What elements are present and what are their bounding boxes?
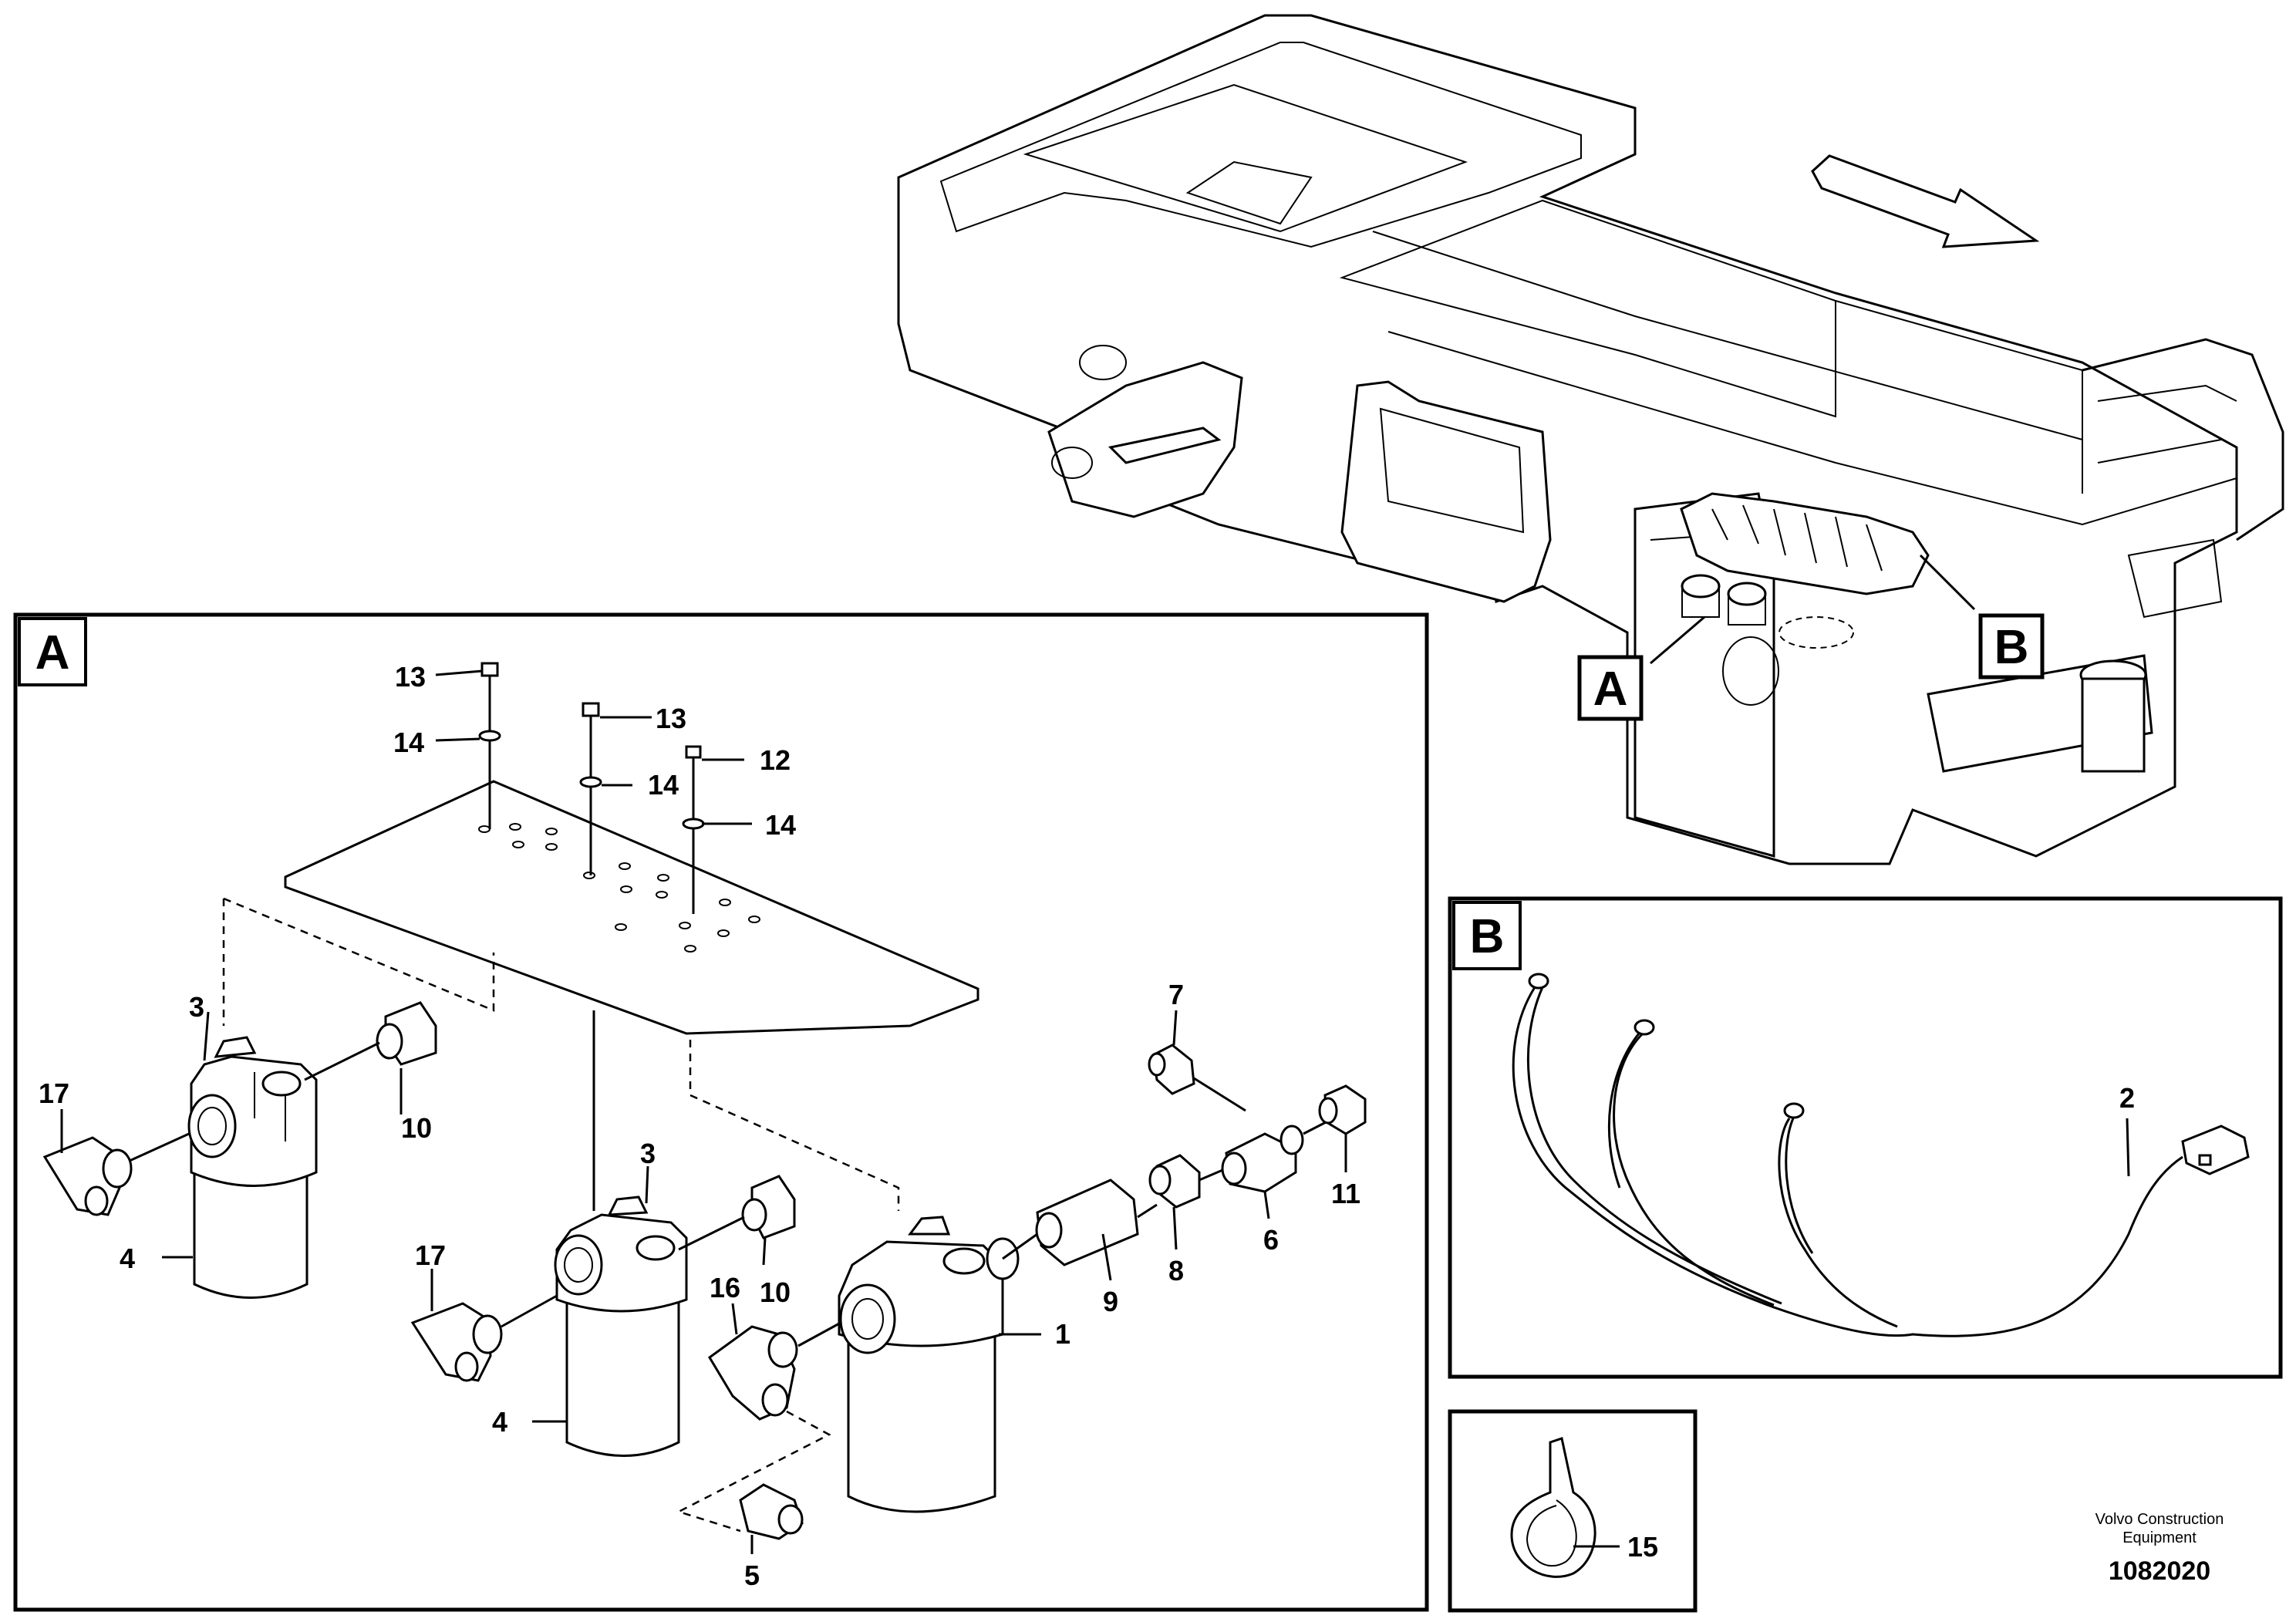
- label-part-8: 8: [1168, 1255, 1184, 1286]
- credit-line-1: Volvo Construction: [2095, 1511, 2224, 1528]
- plug-10-middle: [741, 1175, 796, 1239]
- switch-7: [1148, 1044, 1195, 1095]
- credit-line-2: Equipment: [2122, 1529, 2197, 1546]
- label-part-16: 16: [710, 1272, 740, 1303]
- svg-text:B: B: [1994, 621, 2029, 674]
- switch-11: [1318, 1084, 1367, 1135]
- frame-callout-b: B: [1978, 613, 2045, 679]
- detail-panel-cable-tie: 15: [1448, 1409, 1698, 1613]
- mounting-plate: [284, 780, 979, 1035]
- detail-panel-a: A: [13, 612, 1429, 1612]
- screw-13-middle: [582, 702, 600, 777]
- washer-14-middle: [579, 776, 602, 788]
- label-part-7: 7: [1168, 979, 1184, 1010]
- filter-assembly-main: [838, 1216, 1020, 1513]
- filter-assembly-left: [187, 1036, 318, 1299]
- document-number: 1082020: [2109, 1556, 2210, 1586]
- label-part-5: 5: [744, 1560, 760, 1591]
- screw-13-left: [480, 662, 499, 731]
- label-part-10-middle: 10: [760, 1276, 791, 1308]
- tee-fitting-6: [1221, 1125, 1304, 1193]
- label-part-15: 15: [1627, 1531, 1658, 1563]
- label-part-3-middle: 3: [640, 1138, 656, 1169]
- elbow-fitting-17-left: [42, 1136, 133, 1216]
- elbow-fitting-16: [708, 1325, 798, 1421]
- wire-harness-2: [1512, 973, 2250, 1337]
- adapter-8: [1148, 1154, 1201, 1209]
- label-part-4-left: 4: [120, 1243, 135, 1274]
- label-part-14-middle: 14: [648, 769, 679, 801]
- publisher-credit: Volvo Construction Equipment 1082020: [2095, 1511, 2224, 1586]
- label-part-13-left: 13: [395, 661, 426, 693]
- label-part-17-left: 17: [39, 1077, 69, 1109]
- filter-assembly-middle: [554, 1195, 688, 1457]
- label-part-14-left: 14: [393, 727, 424, 758]
- label-part-13-middle: 13: [656, 703, 686, 734]
- screw-12: [685, 745, 702, 819]
- adapter-5: [739, 1483, 804, 1540]
- cable-tie-15: [1510, 1437, 1596, 1578]
- label-part-2: 2: [2119, 1082, 2135, 1114]
- label-part-4-middle: 4: [492, 1406, 507, 1438]
- elbow-fitting-17-middle: [410, 1302, 503, 1382]
- label-part-17-middle: 17: [415, 1239, 446, 1271]
- label-part-9: 9: [1103, 1286, 1118, 1317]
- sensor-9: [1035, 1179, 1139, 1266]
- washer-14-left: [478, 730, 501, 742]
- svg-text:B: B: [1470, 910, 1505, 963]
- forward-direction-arrow-icon: [1811, 154, 2040, 248]
- label-part-14-right: 14: [765, 809, 796, 841]
- label-part-11: 11: [1331, 1178, 1360, 1209]
- frame-callout-a: A: [1577, 655, 1644, 721]
- detail-panel-b: B 2: [1448, 896, 2283, 1379]
- svg-text:A: A: [1593, 663, 1628, 716]
- label-part-10-left: 10: [401, 1112, 432, 1144]
- washer-14-right: [682, 818, 705, 830]
- machine-frame-illustration: [897, 14, 2284, 865]
- svg-text:A: A: [35, 626, 70, 679]
- label-part-6: 6: [1263, 1224, 1279, 1256]
- label-part-1: 1: [1055, 1318, 1070, 1350]
- plug-10-left: [376, 1001, 437, 1066]
- label-part-3-left: 3: [189, 991, 204, 1023]
- label-part-12: 12: [760, 744, 791, 776]
